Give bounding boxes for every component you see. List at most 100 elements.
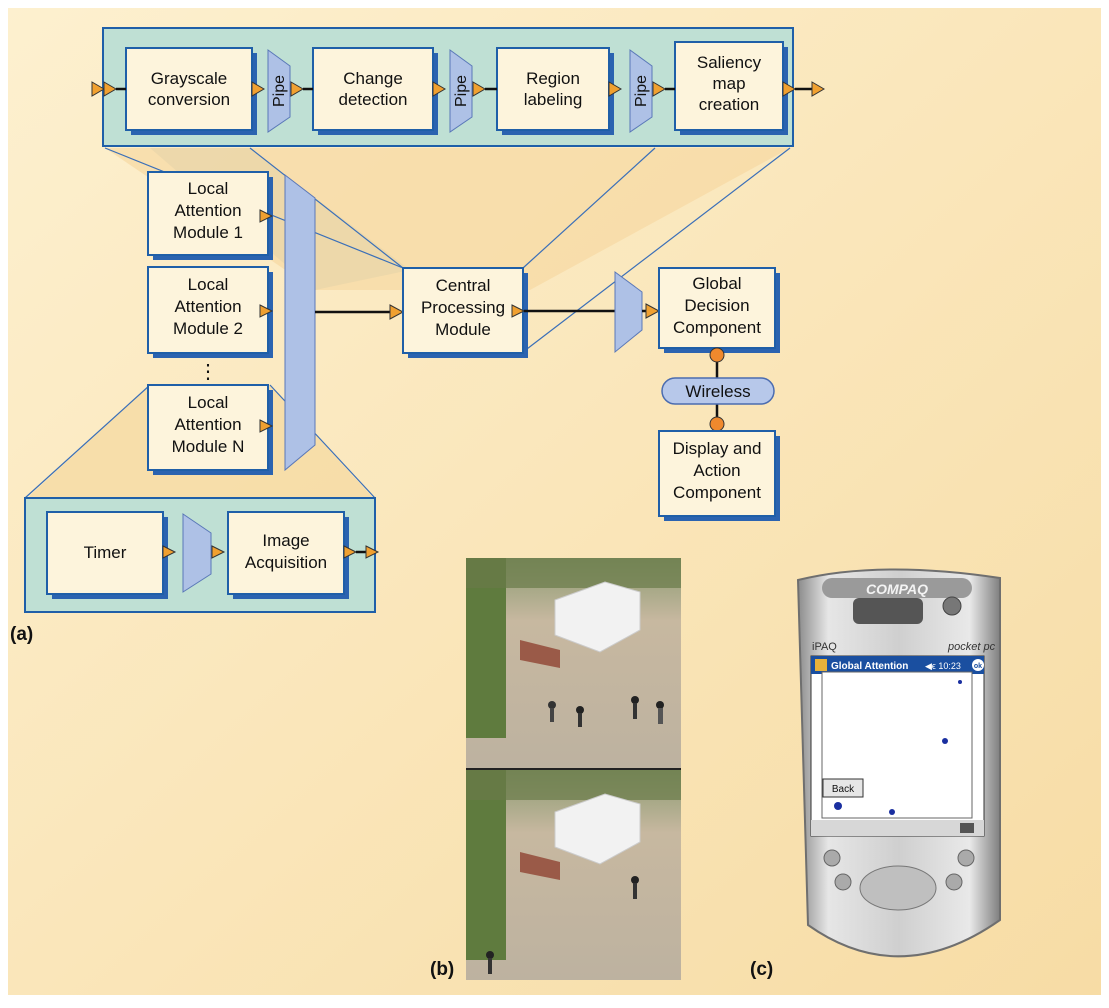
- hardware-button-2[interactable]: [834, 873, 852, 891]
- module-label: Attention: [174, 415, 241, 434]
- pipe-2: Pipe: [449, 49, 473, 133]
- module-label: Acquisition: [245, 553, 327, 572]
- caption-b: (b): [430, 959, 454, 980]
- status-clock: ◀ϵ 10:23: [925, 661, 961, 671]
- arrow-icon: [259, 304, 274, 318]
- module-label: Timer: [84, 543, 127, 562]
- module-label: Local: [188, 275, 229, 294]
- wedge-edge: [522, 147, 791, 353]
- brand-logo: COMPAQ: [866, 581, 928, 597]
- ellipsis: ⋮: [198, 361, 218, 383]
- module-label: Module: [435, 320, 491, 339]
- stage-label: creation: [699, 95, 759, 114]
- wireless-label: Wireless: [685, 382, 750, 401]
- platform-label: pocket pc: [947, 641, 996, 653]
- app-title: Global Attention: [831, 661, 908, 672]
- arrow-icon: [511, 304, 526, 318]
- connector-node: [709, 416, 725, 432]
- connector-node: [709, 347, 725, 363]
- hardware-button-4[interactable]: [957, 849, 975, 867]
- stage-label: detection: [339, 90, 408, 109]
- surveillance-photo-top: [466, 558, 681, 768]
- caption-c: (c): [750, 959, 773, 980]
- module-label: Image: [262, 531, 309, 550]
- module-label: Display and: [673, 439, 762, 458]
- arrow-icon: [389, 304, 405, 320]
- arrow-icon: [259, 419, 274, 433]
- module-label: Decision: [684, 296, 749, 315]
- module-label: Processing: [421, 298, 505, 317]
- model-label: iPAQ: [812, 641, 837, 653]
- stage-label: labeling: [524, 90, 583, 109]
- module-label: Module 2: [173, 319, 243, 338]
- pipe-1: Pipe: [267, 49, 291, 133]
- arrow-icon: [162, 545, 177, 559]
- arrow-icon: [432, 81, 446, 97]
- arrow-icon: [251, 81, 265, 97]
- arrow-icon: [259, 209, 274, 223]
- pipe-label: Pipe: [271, 75, 288, 107]
- pipe-3: Pipe: [629, 49, 653, 133]
- pipeline-arrows: [91, 81, 825, 97]
- module-label: Action: [693, 461, 740, 480]
- arrow-icon: [91, 81, 105, 97]
- arrow-icon: [811, 81, 825, 97]
- stage-label: conversion: [148, 90, 230, 109]
- module-label: Component: [673, 483, 761, 502]
- local-module-1: Local Attention Module 1: [147, 171, 273, 260]
- local-module-2: Local Attention Module 2: [147, 266, 273, 358]
- ok-button[interactable]: [972, 659, 984, 671]
- wedge-edge: [24, 384, 151, 499]
- merge-pipe: [284, 173, 316, 472]
- module-label: Local: [188, 179, 229, 198]
- hardware-button-3[interactable]: [945, 873, 963, 891]
- arrow-icon: [211, 545, 226, 559]
- global-decision-component: Global Decision Component: [658, 267, 780, 353]
- timer-box: Timer: [46, 511, 168, 599]
- acquisition-pipe: [182, 513, 212, 593]
- arrow-icon: [652, 81, 666, 97]
- stage-grayscale: Grayscale conversion: [125, 47, 257, 135]
- arrow-icon: [103, 81, 117, 97]
- back-label: Back: [832, 784, 855, 795]
- stage-saliency-map: Saliency map creation: [674, 41, 788, 135]
- module-label: Module N: [172, 437, 245, 456]
- arrow-icon: [472, 81, 486, 97]
- decision-pipe: [614, 271, 643, 354]
- title-bar: [811, 656, 984, 674]
- arrow-icon: [608, 81, 622, 97]
- arrow-icon: [343, 545, 358, 559]
- stage-region-labeling: Region labeling: [496, 47, 614, 135]
- stage-label: Saliency: [697, 53, 762, 72]
- menu-bar: [811, 820, 984, 836]
- wedge-edge: [522, 147, 656, 269]
- arrow-icon: [645, 303, 661, 319]
- arrow-icon: [290, 81, 304, 97]
- stage-label: map: [712, 74, 745, 93]
- wedge-edge: [249, 147, 404, 269]
- arrow-icon: [365, 545, 380, 559]
- dpad-button[interactable]: [859, 865, 937, 911]
- pda-device: COMPAQ iPAQ pocket pc Global Attention ◀…: [796, 568, 1001, 958]
- module-label: Local: [188, 393, 229, 412]
- module-label: Module 1: [173, 223, 243, 242]
- stage-label: Region: [526, 69, 580, 88]
- surveillance-photo-bottom: [466, 770, 681, 980]
- module-label: Central: [436, 276, 491, 295]
- image-acquisition-box: Image Acquisition: [227, 511, 349, 599]
- module-label: Attention: [174, 201, 241, 220]
- back-button[interactable]: [822, 778, 864, 798]
- start-icon[interactable]: [815, 659, 827, 671]
- hardware-button-1[interactable]: [823, 849, 841, 867]
- caption-a: (a): [10, 624, 33, 645]
- keyboard-icon[interactable]: [960, 823, 974, 833]
- module-label: Attention: [174, 297, 241, 316]
- pipe-label: Pipe: [453, 75, 470, 107]
- stage-label: Change: [343, 69, 403, 88]
- stage-label: Grayscale: [151, 69, 228, 88]
- central-processing-module: Central Processing Module: [402, 267, 528, 358]
- module-label: Global: [692, 274, 741, 293]
- arrow-icon: [782, 81, 796, 97]
